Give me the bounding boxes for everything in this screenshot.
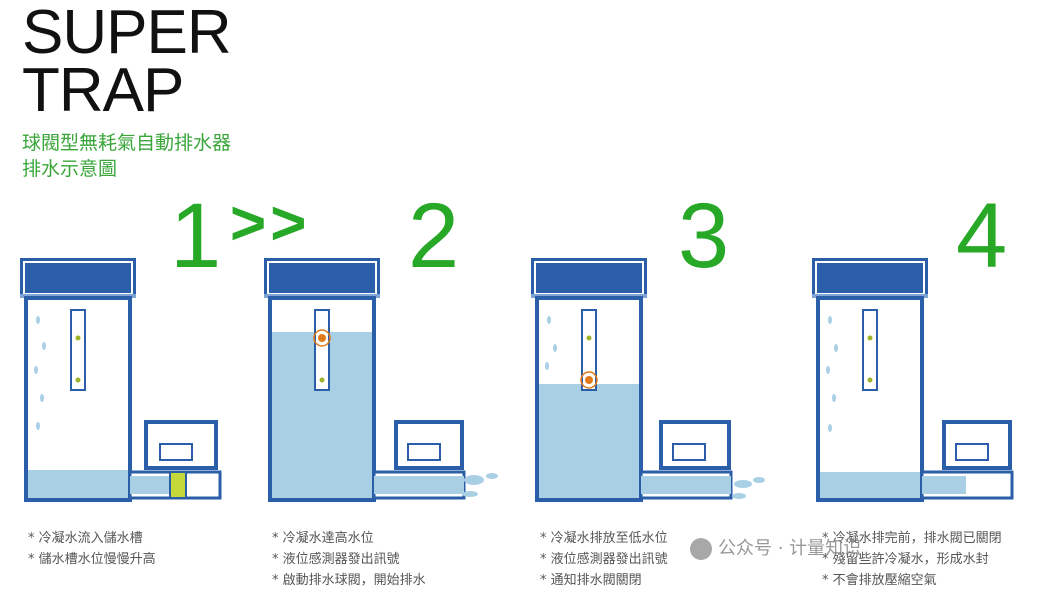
- stage-2-caption-1: * 冷凝水達高水位: [272, 531, 374, 546]
- stage-4-caption-3: * 不會排放壓縮空氣: [822, 573, 937, 588]
- stage-1-diagram: [20, 258, 260, 520]
- step-3-number: 3: [678, 185, 730, 287]
- stage-3-caption-1: * 冷凝水排放至低水位: [540, 531, 668, 546]
- step-4-number: 4: [956, 185, 1008, 287]
- stage-1-captions: * 冷凝水流入儲水槽 * 儲水槽水位慢慢升高: [28, 528, 156, 570]
- stage-3-captions: * 冷凝水排放至低水位 * 液位感測器發出訊號 * 通知排水閥關閉: [540, 528, 668, 591]
- step-arrow: >>: [230, 189, 311, 258]
- stage-4-captions: * 冷凝水排完前，排水閥已關閉 * 殘留些許冷凝水，形成水封 * 不會排放壓縮空…: [822, 528, 1002, 591]
- stage-2-caption-2: * 液位感測器發出訊號: [272, 552, 400, 567]
- stage-2-diagram: [264, 258, 504, 520]
- stage-1-caption-2: * 儲水槽水位慢慢升高: [28, 552, 156, 567]
- subtitle-line2: 排水示意圖: [22, 158, 118, 180]
- brand-title-line2: TRAP: [22, 56, 184, 125]
- stage-4-diagram: [812, 258, 1042, 520]
- stage-3-caption-2: * 液位感測器發出訊號: [540, 552, 668, 567]
- watermark: 公众号 · 计量知识: [690, 534, 861, 560]
- brand-block: SUPER TRAP 球閥型無耗氣自動排水器 排水示意圖: [22, 0, 232, 182]
- stage-2-caption-3: * 啟動排水球閥，開始排水: [272, 573, 426, 588]
- subtitle-line1: 球閥型無耗氣自動排水器: [22, 132, 232, 154]
- stage-3-caption-3: * 通知排水閥關閉: [540, 573, 642, 588]
- wechat-icon: [690, 538, 712, 560]
- brand-title-line1: SUPER: [22, 0, 232, 67]
- watermark-text: 公众号 · 计量知识: [718, 538, 862, 559]
- stage-3-diagram: [531, 258, 771, 520]
- step-1-number: 1: [170, 185, 222, 287]
- step-2-number: 2: [408, 185, 460, 287]
- stage-4-caption-1: * 冷凝水排完前，排水閥已關閉: [822, 531, 1002, 546]
- stage-4-caption-2: * 殘留些許冷凝水，形成水封: [822, 552, 989, 567]
- stage-2-captions: * 冷凝水達高水位 * 液位感測器發出訊號 * 啟動排水球閥，開始排水: [272, 528, 426, 591]
- stage-1-caption-1: * 冷凝水流入儲水槽: [28, 531, 143, 546]
